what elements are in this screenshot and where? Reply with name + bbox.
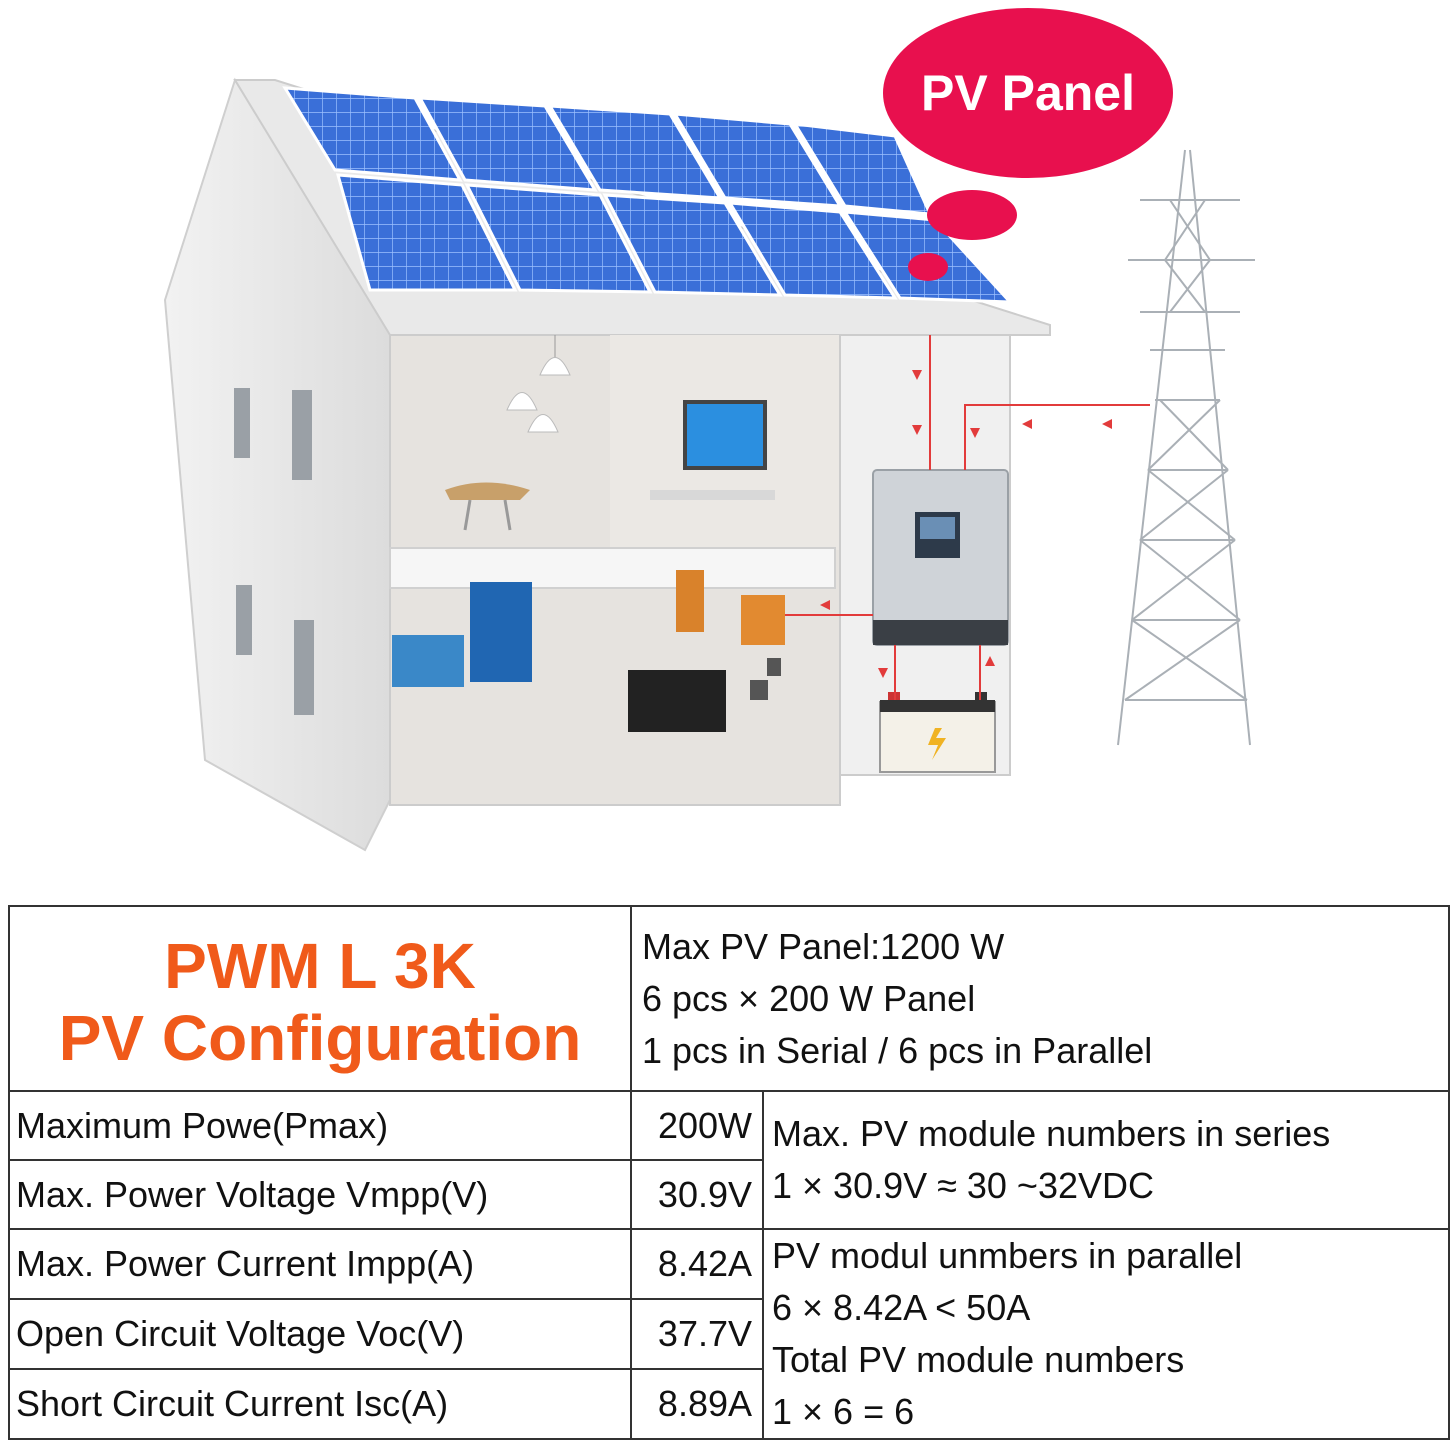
flow-arrows bbox=[820, 370, 1112, 678]
param-value: 30.9V bbox=[630, 1159, 764, 1230]
param-value: 8.89A bbox=[630, 1368, 764, 1440]
note-line: Total PV module numbers bbox=[772, 1339, 1185, 1380]
series-note: Max. PV module numbers in series 1 × 30.… bbox=[762, 1090, 1450, 1230]
solar-house-illustration: PV Panel bbox=[163, 8, 1255, 852]
configuration-title: PWM L 3K PV Configuration bbox=[8, 905, 632, 1092]
power-tower bbox=[1117, 149, 1255, 746]
title-line-model: PWM L 3K bbox=[164, 929, 476, 1002]
configuration-summary: Max PV Panel:1200 W 6 pcs × 200 W Panel … bbox=[630, 905, 1450, 1092]
pv-configuration-table: PWM L 3K PV Configuration Max PV Panel:1… bbox=[8, 905, 1450, 1440]
solar-panel-array bbox=[282, 86, 1014, 304]
table-row: Maximum Powe(Pmax) 200W Max. PV module n… bbox=[8, 1090, 1450, 1230]
note-line: PV modul unmbers in parallel bbox=[772, 1235, 1243, 1276]
wiring bbox=[785, 335, 1150, 700]
config-line: Max PV Panel:1200 W bbox=[642, 925, 1005, 967]
param-name: Open Circuit Voltage Voc(V) bbox=[8, 1298, 632, 1370]
param-value: 8.42A bbox=[630, 1228, 764, 1300]
note-line: 1 × 30.9V ≈ 30 ~32VDC bbox=[772, 1165, 1155, 1206]
param-value: 200W bbox=[630, 1090, 764, 1161]
note-line: Max. PV module numbers in series bbox=[772, 1113, 1331, 1154]
config-line: 6 pcs × 200 W Panel bbox=[642, 977, 976, 1019]
table-row: Open Circuit Voltage Voc(V) 37.7V bbox=[8, 1298, 1449, 1370]
title-line-heading: PV Configuration bbox=[58, 1001, 582, 1074]
param-name: Max. Power Current Impp(A) bbox=[8, 1228, 632, 1300]
table-row: Max. Power Current Impp(A) 8.42A PV modu… bbox=[8, 1228, 1450, 1440]
table-row: Max. Power Voltage Vmpp(V) 30.9V bbox=[8, 1159, 1449, 1230]
note-line: 6 × 8.42A < 50A bbox=[772, 1287, 1031, 1328]
pv-panel-label: PV Panel bbox=[921, 65, 1135, 121]
param-name: Max. Power Voltage Vmpp(V) bbox=[8, 1159, 632, 1230]
config-line: 1 pcs in Serial / 6 pcs in Parallel bbox=[642, 1029, 1153, 1071]
table-row: Short Circuit Current Isc(A) 8.89A bbox=[8, 1368, 1449, 1440]
parallel-note: PV modul unmbers in parallel 6 × 8.42A <… bbox=[762, 1228, 1450, 1440]
pv-panel-callout: PV Panel bbox=[883, 8, 1173, 281]
inverter bbox=[872, 469, 1009, 646]
param-value: 37.7V bbox=[630, 1298, 764, 1370]
param-name: Maximum Powe(Pmax) bbox=[8, 1090, 632, 1161]
param-name: Short Circuit Current Isc(A) bbox=[8, 1368, 632, 1440]
battery bbox=[879, 692, 996, 773]
table-header-row: PWM L 3K PV Configuration Max PV Panel:1… bbox=[8, 905, 1450, 1092]
note-line: 1 × 6 = 6 bbox=[772, 1391, 915, 1432]
